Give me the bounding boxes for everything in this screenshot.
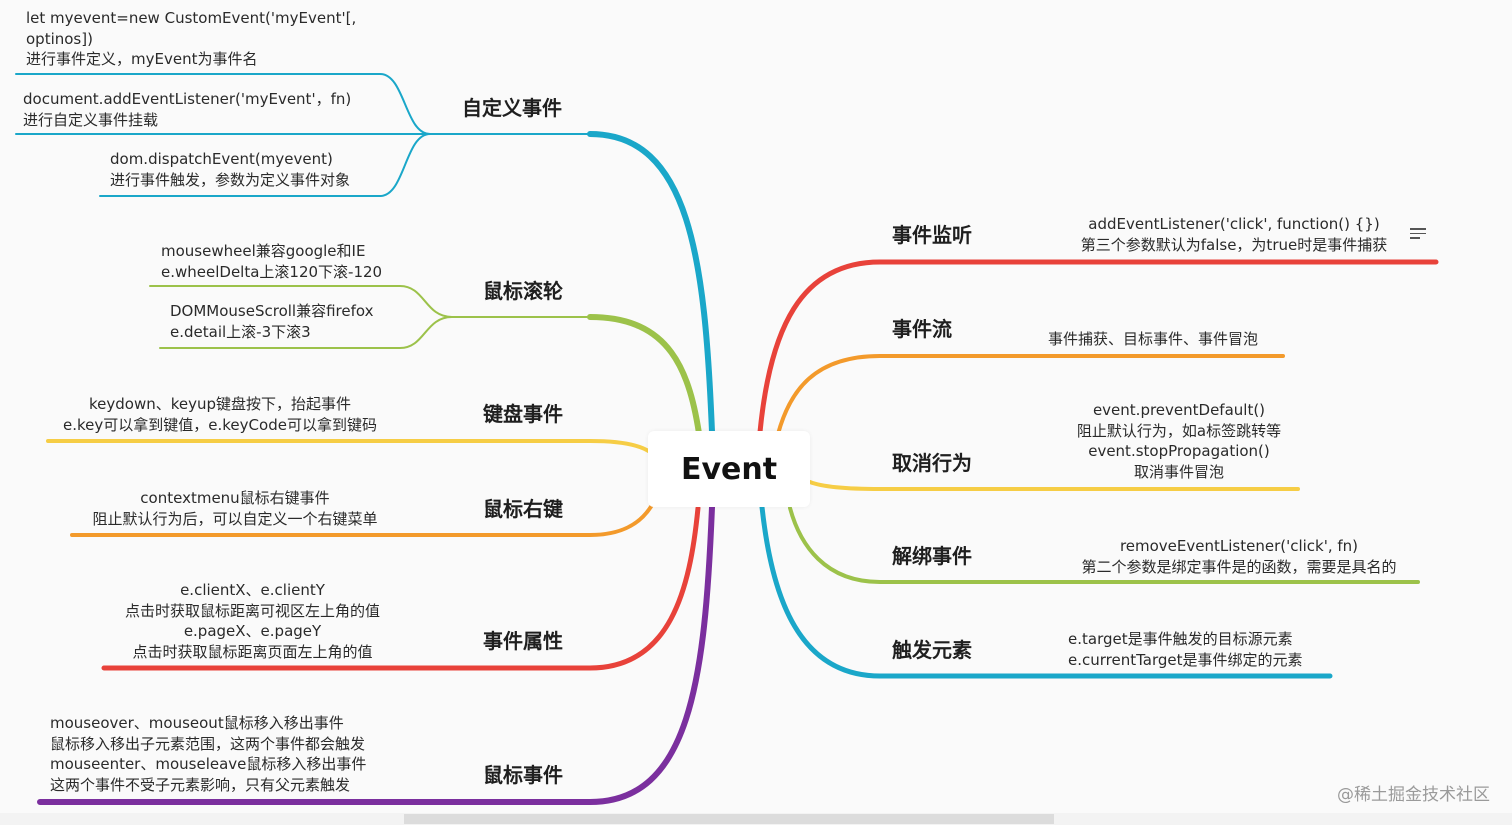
leaf-add-event-listener[interactable]: addEventListener('click', function() {})… bbox=[1064, 214, 1404, 255]
leaf-line: e.wheelDelta上滚120下滚-120 bbox=[161, 262, 383, 281]
leaf-line: mousewheel兼容google和IE bbox=[161, 242, 366, 260]
leaf-line: 点击时获取鼠标距离页面左上角的值 bbox=[132, 642, 373, 661]
leaf-edge-mousewheel bbox=[149, 285, 453, 318]
branch-edge-mouse-event bbox=[37, 504, 715, 805]
leaf-line: 第三个参数默认为false，为true时是事件捕获 bbox=[1080, 235, 1388, 254]
leaf-line: 取消事件冒泡 bbox=[1133, 462, 1224, 481]
leaf-edge-custom-event-define bbox=[15, 73, 431, 135]
leaf-edge-dommousescroll bbox=[159, 316, 453, 349]
branch-mouse-event[interactable]: 鼠标事件 bbox=[483, 763, 563, 787]
notes-icon[interactable] bbox=[1410, 228, 1426, 242]
root-node[interactable]: Event bbox=[648, 431, 810, 507]
leaf-line: dom.dispatchEvent(myevent) bbox=[110, 150, 333, 168]
leaf-custom-event-define[interactable]: let myevent=new CustomEvent('myEvent'[, … bbox=[26, 8, 356, 70]
leaf-line: optinos]) bbox=[26, 29, 93, 48]
leaf-line: 第二个参数是绑定事件是的函数，需要是具名的 bbox=[1081, 557, 1397, 576]
leaf-line: e.detail上滚-3下滚3 bbox=[170, 322, 311, 341]
leaf-line: 进行事件触发，参数为定义事件对象 bbox=[110, 170, 351, 189]
leaf-line: contextmenu鼠标右键事件 bbox=[140, 489, 330, 507]
leaf-line: event.preventDefault() bbox=[1092, 401, 1266, 419]
leaf-line: 进行事件定义，myEvent为事件名 bbox=[26, 50, 258, 68]
leaf-line: document.addEventListener('myEvent'，fn) bbox=[23, 90, 352, 108]
branch-edge-keyboard-event bbox=[46, 439, 652, 454]
leaf-line: 阻止默认行为，如a标签跳转等 bbox=[1076, 421, 1282, 440]
leaf-prevent-stop[interactable]: event.preventDefault() 阻止默认行为，如a标签跳转等 ev… bbox=[1064, 400, 1294, 482]
leaf-event-coordinates[interactable]: e.clientX、e.clientY 点击时获取鼠标距离可视区左上角的值 e.… bbox=[110, 580, 395, 662]
branch-trigger-element[interactable]: 触发元素 bbox=[892, 638, 972, 662]
leaf-edge-custom-event-dispatch bbox=[99, 133, 431, 197]
branch-edge-trigger-element bbox=[759, 504, 1333, 679]
branch-edge-cancel-behavior bbox=[808, 480, 1300, 491]
leaf-line: keydown、keyup键盘按下，抬起事件 bbox=[88, 395, 352, 413]
leaf-line: 阻止默认行为后，可以自定义一个右键菜单 bbox=[92, 509, 378, 528]
branch-edge-custom-event bbox=[587, 131, 715, 435]
branch-event-properties[interactable]: 事件属性 bbox=[483, 629, 563, 653]
leaf-custom-event-dispatch[interactable]: dom.dispatchEvent(myevent) 进行事件触发，参数为定义事… bbox=[110, 149, 350, 190]
leaf-line: DOMMouseScroll兼容firefox bbox=[170, 302, 374, 320]
leaf-line: event.stopPropagation() bbox=[1088, 442, 1270, 460]
leaf-contextmenu[interactable]: contextmenu鼠标右键事件 阻止默认行为后，可以自定义一个右键菜单 bbox=[80, 488, 390, 529]
leaf-line: e.target是事件触发的目标源元素 bbox=[1068, 630, 1293, 648]
branch-edge-mouse-wheel bbox=[587, 314, 703, 443]
leaf-remove-event-listener[interactable]: removeEventListener('click', fn) 第二个参数是绑… bbox=[1064, 536, 1414, 577]
branch-unbind-event[interactable]: 解绑事件 bbox=[892, 544, 972, 568]
branch-event-flow[interactable]: 事件流 bbox=[892, 317, 952, 341]
leaf-line: addEventListener('click', function() {}) bbox=[1088, 215, 1380, 233]
branch-edge-right-click bbox=[70, 503, 654, 537]
leaf-line: removeEventListener('click', fn) bbox=[1119, 537, 1359, 555]
leaf-dommousescroll[interactable]: DOMMouseScroll兼容firefox e.detail上滚-3下滚3 bbox=[170, 301, 373, 342]
branch-event-listener[interactable]: 事件监听 bbox=[892, 223, 972, 247]
leaf-mouse-over-enter[interactable]: mouseover、mouseout鼠标移入移出事件 鼠标移入移出子元素范围，这… bbox=[50, 713, 366, 795]
leaf-line: 事件捕获、目标事件、事件冒泡 bbox=[1048, 330, 1259, 348]
branch-edge-event-listener bbox=[757, 259, 1439, 435]
branch-cancel-behavior[interactable]: 取消行为 bbox=[892, 451, 972, 475]
horizontal-scrollbar-thumb[interactable] bbox=[404, 814, 1054, 824]
leaf-event-flow-phases[interactable]: 事件捕获、目标事件、事件冒泡 bbox=[1048, 329, 1258, 350]
leaf-mousewheel[interactable]: mousewheel兼容google和IE e.wheelDelta上滚120下… bbox=[161, 241, 382, 282]
leaf-line: 点击时获取鼠标距离可视区左上角的值 bbox=[124, 601, 380, 620]
leaf-line: 鼠标移入移出子元素范围，这两个事件都会触发 bbox=[50, 734, 366, 753]
leaf-target-currenttarget[interactable]: e.target是事件触发的目标源元素 e.currentTarget是事件绑定… bbox=[1068, 629, 1303, 670]
branch-custom-event[interactable]: 自定义事件 bbox=[462, 96, 562, 120]
leaf-custom-event-listen[interactable]: document.addEventListener('myEvent'，fn) … bbox=[23, 89, 351, 130]
leaf-line: mouseenter、mouseleave鼠标移入移出事件 bbox=[50, 755, 367, 773]
branch-edge-unbind-event bbox=[788, 506, 1420, 584]
leaf-line: e.clientX、e.clientY bbox=[180, 581, 325, 599]
leaf-line: 进行自定义事件挂载 bbox=[23, 110, 159, 129]
branch-edge-event-flow bbox=[776, 354, 1285, 436]
leaf-keyboard[interactable]: keydown、keyup键盘按下，抬起事件 e.key可以拿到键值，e.key… bbox=[50, 394, 390, 435]
branch-right-click[interactable]: 鼠标右键 bbox=[483, 497, 563, 521]
leaf-line: mouseover、mouseout鼠标移入移出事件 bbox=[50, 714, 344, 732]
leaf-line: 这两个事件不受子元素影响，只有父元素触发 bbox=[50, 775, 351, 794]
branch-edge-event-properties bbox=[101, 505, 701, 671]
branch-mouse-wheel[interactable]: 鼠标滚轮 bbox=[483, 279, 563, 303]
watermark: @稀土掘金技术社区 bbox=[1337, 785, 1490, 805]
leaf-line: e.key可以拿到键值，e.keyCode可以拿到键码 bbox=[63, 415, 377, 434]
leaf-line: let myevent=new CustomEvent('myEvent'[, bbox=[26, 9, 357, 27]
branch-keyboard-event[interactable]: 键盘事件 bbox=[483, 402, 563, 426]
leaf-line: e.pageX、e.pageY bbox=[183, 622, 322, 640]
leaf-line: e.currentTarget是事件绑定的元素 bbox=[1068, 650, 1303, 669]
